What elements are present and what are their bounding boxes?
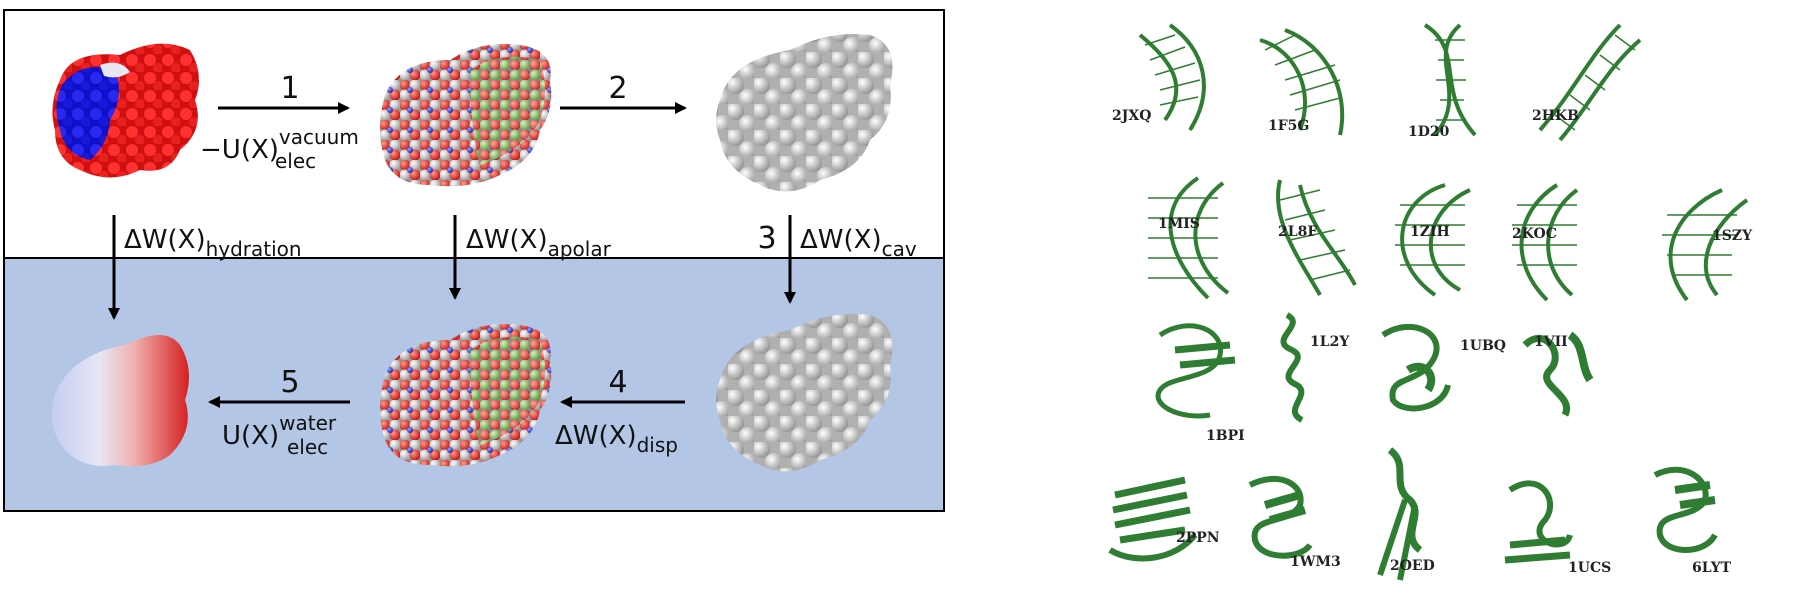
dna-helix-1d20 [1423, 23, 1477, 137]
dna-helix-1mis [1148, 176, 1230, 300]
pdb-label-2koc: 2KOC [1512, 226, 1557, 242]
protein-cavity-surface-vacuum [716, 34, 893, 192]
pdb-label-2oed: 2OED [1390, 558, 1435, 574]
dna-helix-2jxq [1138, 23, 1206, 132]
step-3-number: 3 [757, 221, 776, 256]
dna-helix-2hkb [1538, 23, 1642, 142]
protein-cartoon-6lyt [1653, 466, 1718, 553]
protein-cartoon-2ppn [1108, 476, 1198, 562]
pdb-label-1szy: 1SZY [1712, 228, 1753, 244]
protein-cartoon-2oed [1377, 447, 1423, 581]
step-2-number: 2 [608, 71, 627, 106]
pdb-label-1ucs: 1UCS [1568, 560, 1611, 576]
protein-electrostatic-surface-water [51, 335, 190, 467]
step-3-energy-label: ΔW(X)cav [800, 225, 917, 261]
pdb-label-1l2y: 1L2Y [1310, 334, 1350, 350]
step-5-number: 5 [280, 365, 299, 400]
pdb-label-1mis: 1MIS [1158, 216, 1200, 232]
protein-cartoon-1ubq [1381, 323, 1451, 412]
step-4-energy-label: ΔW(X)disp [555, 421, 678, 457]
protein-cartoon-1wm3 [1248, 475, 1313, 559]
pdb-label-1vii: 1VII [1534, 334, 1568, 350]
protein-atoms-water [380, 324, 552, 467]
hydration-label: ΔW(X)hydration [124, 225, 302, 261]
protein-electrostatic-surface-vacuum [52, 43, 199, 178]
dna-helix-1f5g [1259, 28, 1345, 136]
pdb-label-1f5g: 1F5G [1268, 118, 1309, 134]
protein-cartoon-1ucs [1504, 480, 1573, 564]
protein-cartoon-1bpi [1155, 323, 1236, 419]
apolar-label: ΔW(X)apolar [466, 225, 612, 261]
pdb-label-2ppn: 2PPN [1176, 530, 1220, 546]
pdb-label-1bpi: 1BPI [1206, 428, 1245, 444]
pdb-label-2hkb: 2HKB [1532, 108, 1579, 124]
protein-atoms-vacuum [380, 44, 552, 187]
dna-helix-1zih [1395, 183, 1471, 297]
dna-helix-1szy [1662, 188, 1749, 302]
pdb-label-1wm3: 1WM3 [1290, 554, 1341, 570]
pdb-label-2jxq: 2JXQ [1112, 108, 1151, 124]
protein-cartoon-1l2y [1280, 312, 1305, 423]
protein-cartoon-1vii [1522, 331, 1594, 417]
pdb-label-2l8f: 2L8F [1278, 224, 1317, 240]
protein-cavity-surface-water [716, 314, 893, 472]
pdb-label-1d20: 1D20 [1408, 124, 1450, 140]
dna-helix-2koc [1512, 183, 1579, 302]
pdb-label-1ubq: 1UBQ [1460, 338, 1506, 354]
pdb-label-1zih: 1ZIH [1410, 224, 1450, 240]
step-4-number: 4 [608, 365, 627, 400]
dna-helix-2l8f [1276, 179, 1357, 296]
step-1-number: 1 [280, 71, 299, 106]
structure-gallery: 2JXQ 1F5G 1D20 2HKB 1MIS 2L8F 1ZIH 2KOC … [1108, 23, 1753, 581]
pdb-label-6lyt: 6LYT [1692, 560, 1732, 576]
